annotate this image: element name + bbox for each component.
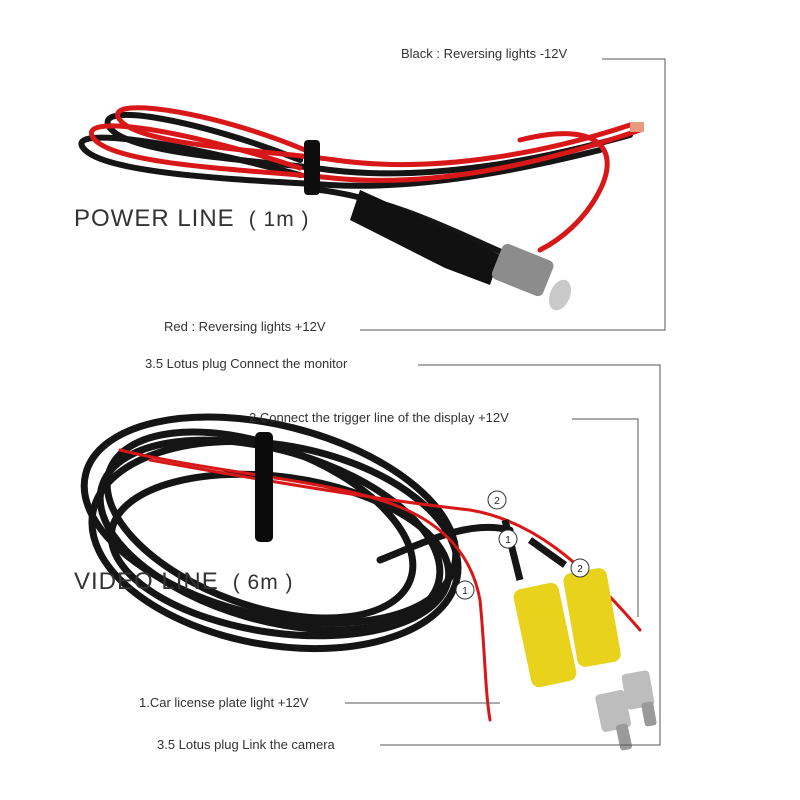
cable-tie	[255, 432, 273, 542]
leader-lines	[345, 58, 666, 746]
marker-1-left-text: 1	[462, 586, 468, 597]
red-wire-label: Red : Reversing lights +12V	[164, 319, 326, 334]
power-line-name: POWER LINE	[74, 205, 235, 232]
rca-plug-monitor	[527, 537, 657, 727]
marker-1-mid: 1	[498, 529, 518, 549]
marker-2-top-text: 2	[494, 496, 500, 507]
rca-plug-camera	[501, 519, 633, 751]
plate-light-label: 1.Car license plate light +12V	[139, 695, 309, 710]
power-line-title: POWER LINE ( 1m )	[74, 207, 310, 231]
video-cable	[80, 413, 514, 653]
marker-1-left: 1	[455, 580, 475, 600]
video-line-name: VIDEO LINE	[74, 568, 219, 595]
monitor-plug-label: 3.5 Lotus plug Connect the monitor	[145, 356, 348, 371]
trigger-line-label: 2.Connect the trigger line of the displa…	[249, 410, 509, 425]
power-line-length: ( 1m )	[248, 208, 310, 231]
video-line-length: ( 6m )	[232, 571, 294, 594]
marker-2-right: 2	[570, 558, 590, 578]
power-cable	[78, 105, 644, 311]
camera-plug-label: 3.5 Lotus plug Link the camera	[157, 737, 335, 752]
marker-1-mid-text: 1	[505, 535, 511, 546]
black-wire-label: Black : Reversing lights -12V	[401, 46, 568, 61]
marker-2-top: 2	[487, 490, 507, 510]
video-line-title: VIDEO LINE ( 6m )	[74, 570, 294, 594]
marker-2-right-text: 2	[577, 564, 583, 575]
